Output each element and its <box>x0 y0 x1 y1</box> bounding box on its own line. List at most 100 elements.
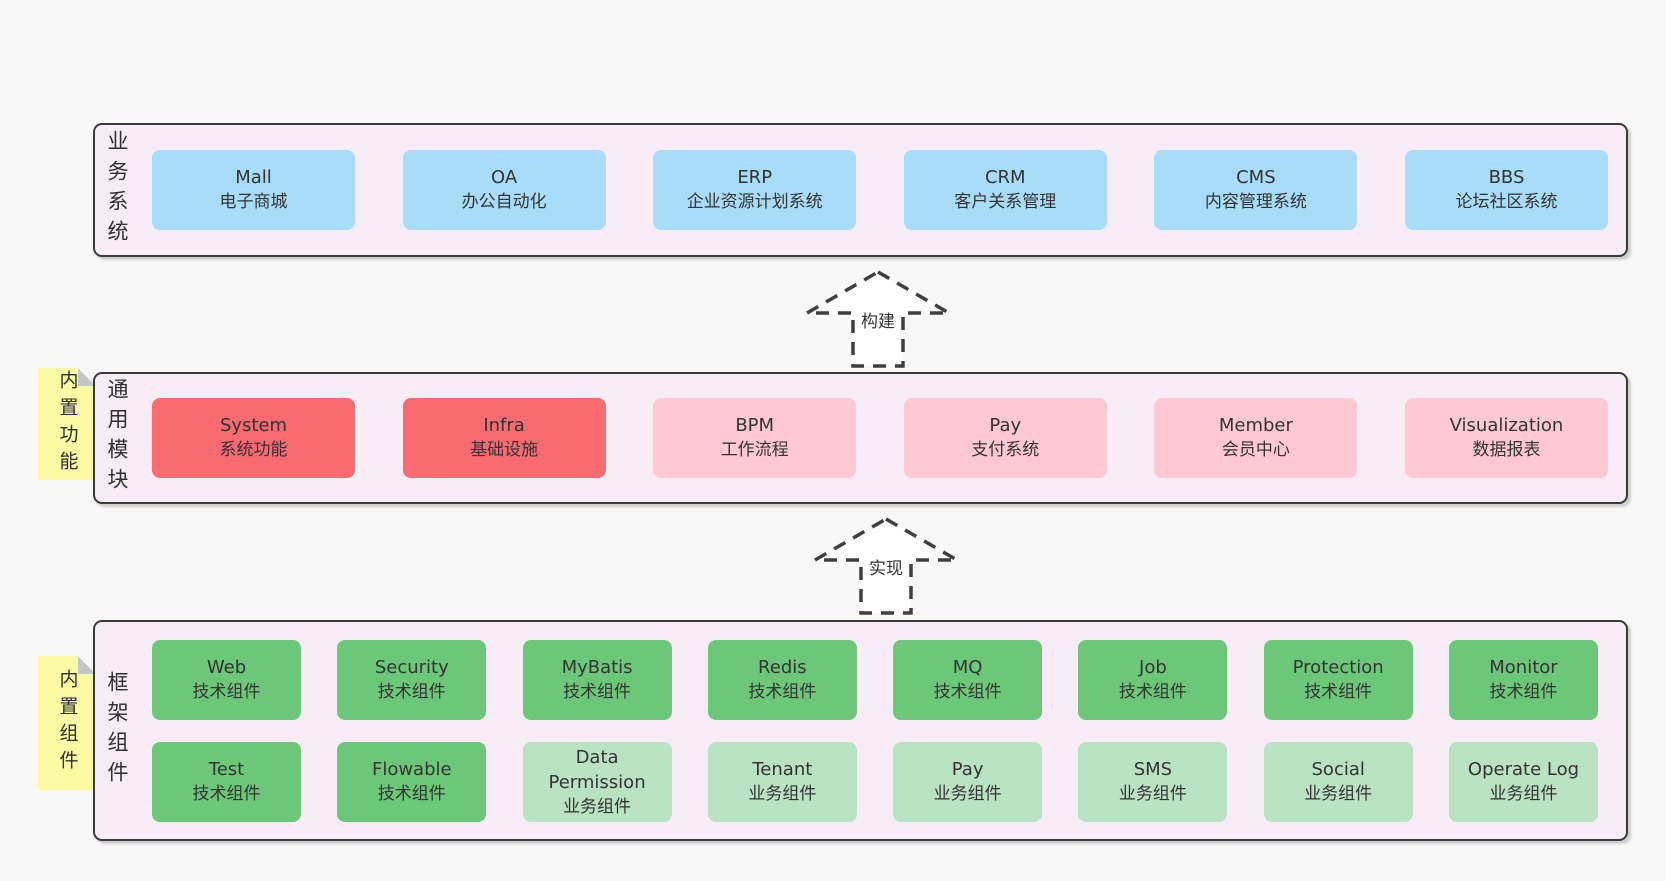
box-subtitle: 客户关系管理 <box>954 192 1057 212</box>
box-visualization: Visualization 数据报表 <box>1404 398 1608 478</box>
box-title: Tenant <box>752 759 813 780</box>
box-social: Social 业务组件 <box>1263 742 1413 822</box>
box-title: Test <box>208 759 245 780</box>
box-title: CMS <box>1236 167 1276 188</box>
box-subtitle: 论坛社区系统 <box>1455 192 1558 212</box>
box-title: OA <box>491 167 518 188</box>
panel-business-systems: 业务系统 Mall 电子商城 OA 办公自动化 ERP 企业资源计划系统 CRM… <box>93 123 1628 257</box>
box-protection: Protection 技术组件 <box>1263 640 1413 720</box>
box-subtitle: 技术组件 <box>748 682 817 702</box>
box-title: Infra <box>483 415 525 436</box>
box-title: Visualization <box>1449 415 1564 436</box>
box-erp: ERP 企业资源计划系统 <box>653 150 857 230</box>
box-member: Member 会员中心 <box>1154 398 1358 478</box>
box-subtitle: 技术组件 <box>1118 682 1187 702</box>
box-subtitle: 业务组件 <box>1304 784 1373 804</box>
box-redis: Redis 技术组件 <box>707 640 857 720</box>
box-title: MQ <box>952 657 983 678</box>
box-title: Data Permission <box>548 746 646 793</box>
sticky-tag-builtin-features: 内置功能 <box>38 368 96 480</box>
panel-label-common-modules: 通用模块 <box>105 378 129 498</box>
box-security: Security 技术组件 <box>337 640 487 720</box>
box-title: Mall <box>235 167 272 188</box>
box-subtitle: 内容管理系统 <box>1204 192 1307 212</box>
box-subtitle: 技术组件 <box>377 784 446 804</box>
arrow-label-implement: 实现 <box>866 554 906 579</box>
box-title: BBS <box>1488 167 1525 188</box>
box-subtitle: 电子商城 <box>219 192 288 212</box>
box-test: Test 技术组件 <box>152 742 301 822</box>
box-operate-log: Operate Log 业务组件 <box>1448 742 1598 822</box>
box-subtitle: 技术组件 <box>192 682 261 702</box>
box-oa: OA 办公自动化 <box>402 150 606 230</box>
box-subtitle: 业务组件 <box>1489 784 1558 804</box>
box-subtitle: 技术组件 <box>192 784 261 804</box>
panel-label-framework-components: 框架组件 <box>105 670 129 791</box>
business-systems-row: Mall 电子商城 OA 办公自动化 ERP 企业资源计划系统 CRM 客户关系… <box>152 125 1608 255</box>
box-title: SMS <box>1133 759 1173 780</box>
panel-label-business-systems: 业务系统 <box>105 130 129 250</box>
box-monitor: Monitor 技术组件 <box>1448 640 1598 720</box>
box-title: Monitor <box>1489 657 1558 678</box>
box-subtitle: 企业资源计划系统 <box>686 192 823 212</box>
box-subtitle: 业务组件 <box>1118 784 1187 804</box>
box-title: Pay <box>951 759 984 780</box>
box-subtitle: 业务组件 <box>748 784 817 804</box>
box-system: System 系统功能 <box>152 398 355 478</box>
box-subtitle: 技术组件 <box>1489 682 1558 702</box>
box-subtitle: 办公自动化 <box>461 192 547 212</box>
framework-components-grid: Web 技术组件 Security 技术组件 MyBatis 技术组件 Redi… <box>152 640 1598 822</box>
box-title: System <box>219 415 288 436</box>
box-title: MyBatis <box>561 657 633 678</box>
box-mall: Mall 电子商城 <box>152 150 355 230</box>
box-title: Redis <box>758 657 807 678</box>
box-title: Pay <box>989 415 1022 436</box>
box-cms: CMS 内容管理系统 <box>1154 150 1358 230</box>
box-web: Web 技术组件 <box>152 640 301 720</box>
box-title: Operate Log <box>1467 759 1580 780</box>
box-subtitle: 业务组件 <box>563 796 632 817</box>
box-subtitle: 技术组件 <box>933 682 1002 702</box>
box-subtitle: 技术组件 <box>563 682 632 702</box>
components-row-1: Web 技术组件 Security 技术组件 MyBatis 技术组件 Redi… <box>152 640 1598 720</box>
box-flowable: Flowable 技术组件 <box>337 742 487 822</box>
box-pay: Pay 支付系统 <box>903 398 1107 478</box>
box-title: CRM <box>984 167 1026 188</box>
box-crm: CRM 客户关系管理 <box>903 150 1107 230</box>
box-subtitle: 基础设施 <box>470 440 539 460</box>
panel-common-modules: 通用模块 System 系统功能 Infra 基础设施 BPM 工作流程 Pay… <box>93 372 1628 504</box>
box-title: Job <box>1139 657 1167 678</box>
panel-framework-components: 框架组件 Web 技术组件 Security 技术组件 MyBatis 技术组件… <box>93 620 1628 841</box>
sticky-tag-label: 内置功能 <box>56 370 79 478</box>
box-bpm: BPM 工作流程 <box>653 398 857 478</box>
box-subtitle: 数据报表 <box>1472 440 1541 460</box>
box-bbs: BBS 论坛社区系统 <box>1404 150 1608 230</box>
box-title: Security <box>374 657 449 678</box>
box-subtitle: 技术组件 <box>377 682 446 702</box>
up-arrow-build: 构建 <box>803 269 953 369</box>
box-title: Protection <box>1292 657 1384 678</box>
box-subtitle: 技术组件 <box>1304 682 1373 702</box>
common-modules-row: System 系统功能 Infra 基础设施 BPM 工作流程 Pay 支付系统… <box>152 374 1608 502</box>
box-title: BPM <box>735 415 775 436</box>
box-mq: MQ 技术组件 <box>893 640 1043 720</box>
box-title: Social <box>1311 759 1365 780</box>
box-job: Job 技术组件 <box>1078 640 1228 720</box>
up-arrow-implement: 实现 <box>811 516 961 616</box>
sticky-tag-builtin-components: 内置组件 <box>38 656 96 790</box>
sticky-tag-label: 内置组件 <box>56 669 79 777</box>
box-title: Flowable <box>371 759 452 780</box>
box-sms: SMS 业务组件 <box>1078 742 1228 822</box>
box-infra: Infra 基础设施 <box>402 398 606 478</box>
box-subtitle: 会员中心 <box>1221 440 1290 460</box>
box-pay-business: Pay 业务组件 <box>893 742 1043 822</box>
components-row-2: Test 技术组件 Flowable 技术组件 Data Permission … <box>152 742 1598 822</box>
box-data-permission: Data Permission 业务组件 <box>522 742 672 822</box>
box-subtitle: 工作流程 <box>720 440 789 460</box>
box-subtitle: 支付系统 <box>971 440 1040 460</box>
box-title: Member <box>1218 415 1293 436</box>
box-title: Web <box>206 657 247 678</box>
box-subtitle: 系统功能 <box>219 440 288 460</box>
box-title: ERP <box>737 167 773 188</box>
